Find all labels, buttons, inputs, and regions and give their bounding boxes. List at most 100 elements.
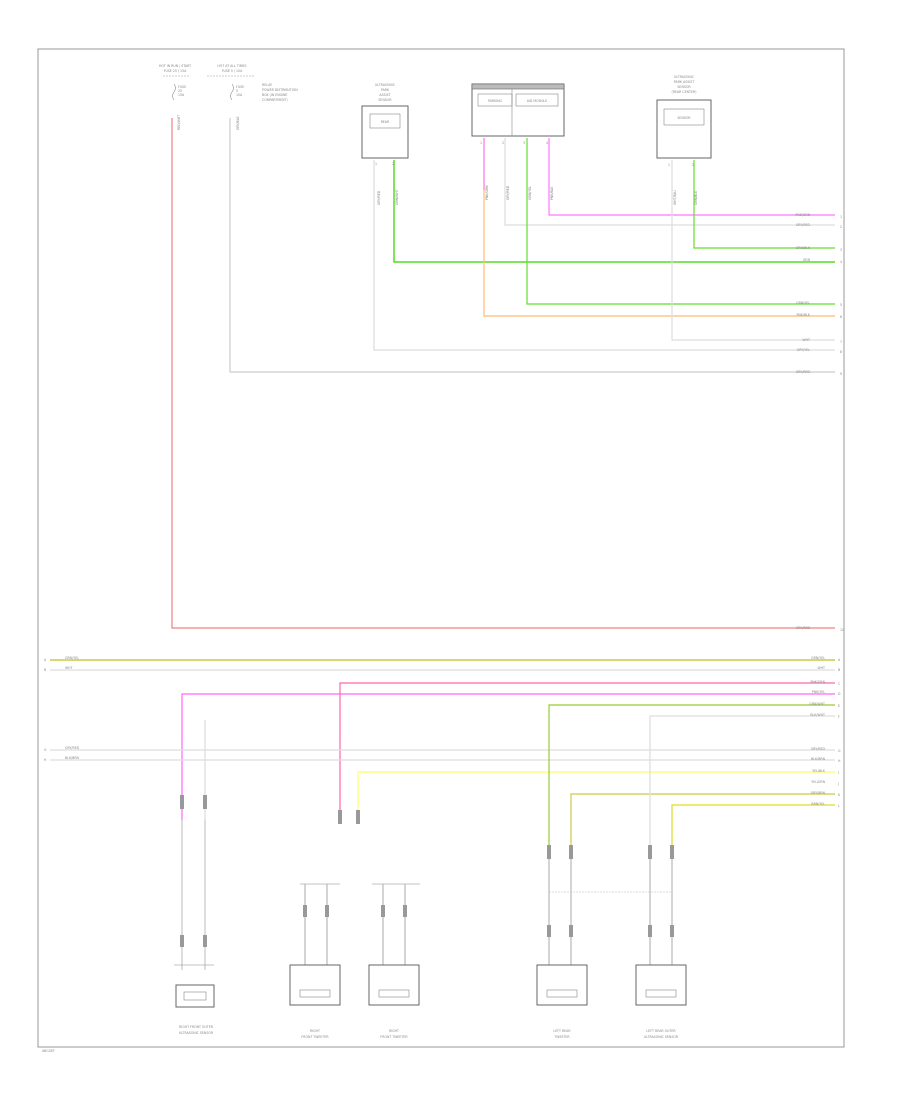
svg-text:G: G bbox=[838, 749, 841, 753]
svg-text:5: 5 bbox=[236, 89, 238, 93]
diagram-frame bbox=[37, 48, 845, 1048]
svg-text:ULTRASONIC SENSOR: ULTRASONIC SENSOR bbox=[179, 1031, 214, 1035]
svg-text:REAR: REAR bbox=[381, 120, 390, 124]
rf-sensor: RIGHT FRONT OUTER ULTRASONIC SENSOR bbox=[174, 820, 215, 1035]
fuse-1-wire-code: RED/WHT bbox=[177, 115, 181, 130]
park-module: PARKING AID MODULE 1 2 3 4 PNK/GRN GRY/R… bbox=[471, 83, 565, 200]
svg-text:BOX (IN ENGINE: BOX (IN ENGINE bbox=[262, 93, 287, 97]
svg-text:B: B bbox=[838, 668, 840, 672]
svg-text:LEFT REAR OUTER: LEFT REAR OUTER bbox=[646, 1029, 676, 1033]
fuse-note: RELAY POWER DISTRIBUTION BOX (IN ENGINE … bbox=[262, 83, 298, 102]
svg-text:RIGHT FRONT OUTER: RIGHT FRONT OUTER bbox=[179, 1025, 214, 1029]
svg-text:ULTRASONIC: ULTRASONIC bbox=[674, 75, 695, 79]
svg-text:WHT: WHT bbox=[65, 666, 73, 670]
r-tweeter-2: RIGHT FRONT TWEETER bbox=[368, 883, 420, 1039]
svg-text:4: 4 bbox=[546, 141, 548, 145]
svg-text:C: C bbox=[838, 682, 841, 686]
svg-text:PARK: PARK bbox=[381, 88, 390, 92]
svg-text:BLK/WHT: BLK/WHT bbox=[810, 713, 825, 717]
connector-marks bbox=[180, 795, 674, 947]
side-sensor: ULTRASONIC PARK ASSIST SENSOR (REAR CENT… bbox=[656, 75, 712, 205]
svg-text:SENSOR: SENSOR bbox=[378, 98, 392, 102]
svg-text:PARKING: PARKING bbox=[488, 99, 503, 103]
right-labels-top: PNK/GRN 1 GRY/RED 2 GRN/BLK 3 GRN 4 GRN/… bbox=[795, 213, 844, 632]
svg-text:ULTRASONIC: ULTRASONIC bbox=[375, 83, 396, 87]
svg-text:GRN/WHT: GRN/WHT bbox=[395, 189, 399, 205]
svg-text:PNK/GRN: PNK/GRN bbox=[485, 185, 489, 200]
svg-text:GRY/RED: GRY/RED bbox=[796, 370, 811, 374]
svg-text:RIGHT: RIGHT bbox=[389, 1029, 399, 1033]
svg-text:COMPARTMENT): COMPARTMENT) bbox=[262, 98, 288, 102]
left-labels: GRN/YEL A WHT B GRY/RED G BLK/BRN H bbox=[44, 656, 80, 762]
svg-text:B: B bbox=[44, 668, 46, 672]
svg-text:7: 7 bbox=[840, 340, 842, 344]
svg-text:GRN/WHT: GRN/WHT bbox=[809, 702, 825, 706]
figure-id: ABCDEF bbox=[42, 1049, 55, 1053]
svg-text:1: 1 bbox=[375, 162, 377, 166]
svg-text:GRY/RED: GRY/RED bbox=[811, 747, 826, 751]
svg-text:YEL/BLK: YEL/BLK bbox=[812, 769, 826, 773]
svg-text:PNK/YEL: PNK/YEL bbox=[812, 690, 825, 694]
svg-text:PARK ASSIST: PARK ASSIST bbox=[674, 80, 694, 84]
svg-text:GRN: GRN bbox=[803, 258, 811, 262]
svg-text:1: 1 bbox=[840, 215, 842, 219]
svg-text:GRN/BLK: GRN/BLK bbox=[694, 190, 698, 205]
svg-text:2: 2 bbox=[692, 163, 694, 167]
svg-text:GRY/RED: GRY/RED bbox=[65, 746, 80, 750]
svg-text:E: E bbox=[838, 704, 840, 708]
svg-text:G: G bbox=[44, 748, 47, 752]
svg-text:FUSE: FUSE bbox=[236, 85, 244, 89]
svg-text:6: 6 bbox=[840, 315, 842, 319]
svg-text:PNK/GRN: PNK/GRN bbox=[795, 213, 810, 217]
svg-text:SENSOR: SENSOR bbox=[677, 85, 691, 89]
svg-text:3: 3 bbox=[840, 248, 842, 252]
svg-text:2: 2 bbox=[392, 162, 394, 166]
top-wires bbox=[171, 118, 835, 629]
svg-text:ULTRASONIC SENSOR: ULTRASONIC SENSOR bbox=[644, 1035, 679, 1039]
right-labels-bottom: GRN/YEL A WHT B PNK/GRN C PNK/YEL D GRN/… bbox=[809, 656, 841, 808]
svg-text:GRN/YEL: GRN/YEL bbox=[811, 656, 825, 660]
svg-text:PNK/BLK: PNK/BLK bbox=[796, 313, 810, 317]
fuse-1: HOT IN RUN / START FUSE 25 / 15A FUSE 25… bbox=[159, 64, 191, 130]
svg-text:J: J bbox=[837, 782, 839, 786]
svg-text:YEL/GRN: YEL/GRN bbox=[811, 780, 825, 784]
svg-text:3: 3 bbox=[523, 141, 525, 145]
lr-sensor: LEFT REAR OUTER ULTRASONIC SENSOR bbox=[635, 850, 687, 1039]
svg-text:RELAY: RELAY bbox=[262, 83, 272, 87]
svg-text:10: 10 bbox=[840, 628, 844, 632]
svg-text:GRY/RED: GRY/RED bbox=[796, 626, 811, 630]
svg-text:PNK/GRN: PNK/GRN bbox=[810, 680, 825, 684]
svg-text:RIGHT: RIGHT bbox=[310, 1029, 320, 1033]
svg-text:2: 2 bbox=[502, 141, 504, 145]
svg-text:GRY/RED: GRY/RED bbox=[377, 190, 381, 205]
lr-tweeter: LEFT REAR TWEETER bbox=[536, 850, 672, 1039]
rear-sensor: ULTRASONIC PARK ASSIST SENSOR REAR 1 2 G… bbox=[361, 83, 409, 205]
svg-text:GRY/RED: GRY/RED bbox=[796, 223, 811, 227]
svg-text:GRN/BLK: GRN/BLK bbox=[796, 246, 811, 250]
svg-text:L: L bbox=[838, 804, 840, 808]
svg-text:POWER DISTRIBUTION: POWER DISTRIBUTION bbox=[262, 88, 298, 92]
svg-text:FUSE: FUSE bbox=[178, 85, 186, 89]
fuse-1-sub: FUSE 25 / 15A bbox=[164, 69, 187, 73]
svg-text:FRONT TWEETER: FRONT TWEETER bbox=[380, 1035, 408, 1039]
svg-text:SENSOR: SENSOR bbox=[677, 116, 691, 120]
svg-text:GRN/YEL: GRN/YEL bbox=[65, 656, 79, 660]
svg-text:H: H bbox=[838, 759, 841, 763]
svg-text:GRY/RED: GRY/RED bbox=[506, 185, 510, 200]
svg-text:10A: 10A bbox=[236, 93, 243, 97]
svg-text:FRONT TWEETER: FRONT TWEETER bbox=[301, 1035, 329, 1039]
svg-text:GRY/YEL: GRY/YEL bbox=[797, 348, 810, 352]
svg-text:K: K bbox=[838, 793, 841, 797]
svg-text:4: 4 bbox=[840, 260, 842, 264]
svg-text:25: 25 bbox=[178, 89, 182, 93]
fuse-2-wire-code: GRY/BLK bbox=[236, 116, 240, 130]
svg-text:H: H bbox=[44, 758, 47, 762]
svg-text:9: 9 bbox=[840, 372, 842, 376]
svg-text:PNK/BLK: PNK/BLK bbox=[550, 186, 554, 200]
svg-text:BLK/BRN: BLK/BRN bbox=[65, 756, 80, 760]
svg-text:15A: 15A bbox=[178, 93, 185, 97]
svg-text:F: F bbox=[838, 715, 840, 719]
svg-text:WHT: WHT bbox=[818, 666, 826, 670]
svg-text:D: D bbox=[838, 692, 841, 696]
svg-text:BRN/YEL: BRN/YEL bbox=[811, 802, 825, 806]
